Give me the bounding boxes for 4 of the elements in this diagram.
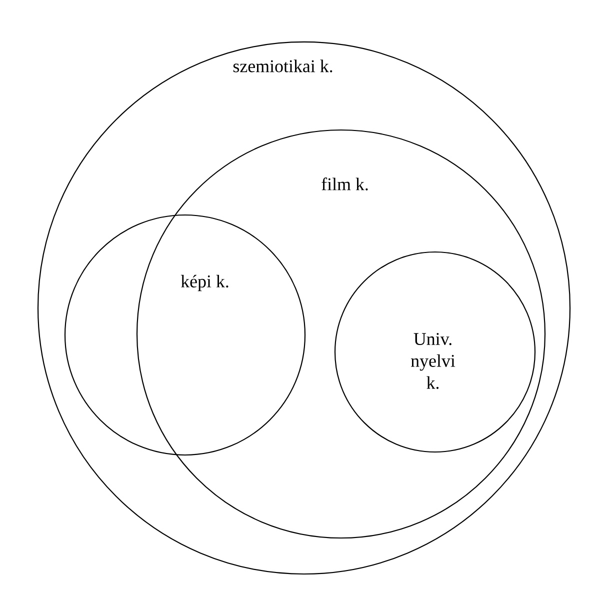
circle-label: szemiotikai k. [233, 60, 332, 72]
circle-label: képi k. [180, 274, 228, 292]
circle-label: film k. [322, 178, 368, 190]
circle-label: Univ. nyelvi k. [411, 333, 456, 389]
